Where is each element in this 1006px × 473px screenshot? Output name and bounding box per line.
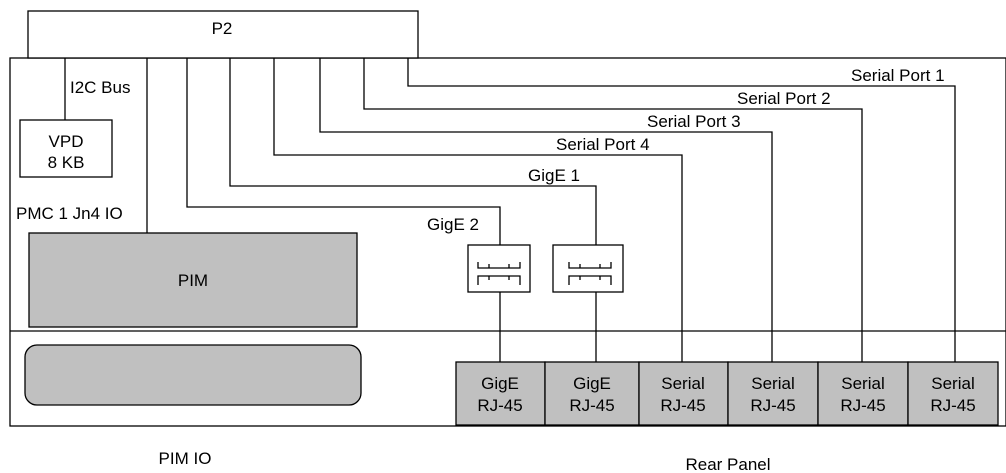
rj45-port-serial-1 (907, 361, 999, 426)
rj45-port-serial-4 (638, 361, 729, 426)
rj45-port-serial-3 (727, 361, 819, 426)
p2-connector (27, 10, 419, 59)
port-connector-label: RJ-45 (569, 396, 614, 415)
port-type-label: GigE (573, 374, 611, 393)
port-type-label: Serial (931, 374, 974, 393)
vpd-label: VPD (49, 132, 84, 151)
serial-port-2-wire (363, 58, 863, 362)
vpd-chip (19, 119, 113, 178)
rear-panel-caption: Rear Panel (685, 455, 770, 473)
gige-2-wire (186, 58, 501, 245)
vpd-size-label: 8 KB (48, 153, 85, 172)
gige-1-label: GigE 1 (528, 166, 580, 185)
serial-port-4-wire (273, 58, 683, 362)
port-type-label: Serial (841, 374, 884, 393)
gige-2-label: GigE 2 (427, 215, 479, 234)
port-type-label: Serial (751, 374, 794, 393)
port-type-label: GigE (481, 374, 519, 393)
rj45-port-gige-1 (544, 361, 640, 426)
serial-port-2-label: Serial Port 2 (737, 89, 831, 108)
serial-port-1-wire (407, 58, 956, 362)
pim-label: PIM (178, 271, 208, 290)
pim-io-block (24, 344, 362, 406)
pim-io-caption: PIM IO (159, 449, 212, 468)
pim-module (28, 232, 358, 328)
gige-1-wire (229, 58, 597, 245)
p2-label: P2 (212, 19, 233, 38)
gige-2-transformer (467, 244, 531, 293)
rear-panel-ports: GigE RJ-45 GigE RJ-45 Serial RJ-45 Seria… (455, 361, 999, 426)
port-connector-label: RJ-45 (840, 396, 885, 415)
port-connector-label: RJ-45 (477, 396, 522, 415)
rj45-port-serial-2 (817, 361, 909, 426)
serial-port-4-label: Serial Port 4 (556, 135, 650, 154)
serial-port-3-label: Serial Port 3 (647, 112, 741, 131)
port-type-label: Serial (661, 374, 704, 393)
port-connector-label: RJ-45 (930, 396, 975, 415)
serial-port-1-label: Serial Port 1 (851, 66, 945, 85)
pmc-jn4-label: PMC 1 Jn4 IO (16, 204, 123, 223)
board-outline (9, 57, 1006, 427)
gige-1-transformer (552, 244, 624, 293)
serial-port-3-wire (319, 58, 773, 362)
rj45-port-gige-2 (455, 361, 546, 426)
port-connector-label: RJ-45 (750, 396, 795, 415)
i2c-bus-label: I2C Bus (70, 78, 130, 97)
port-connector-label: RJ-45 (660, 396, 705, 415)
